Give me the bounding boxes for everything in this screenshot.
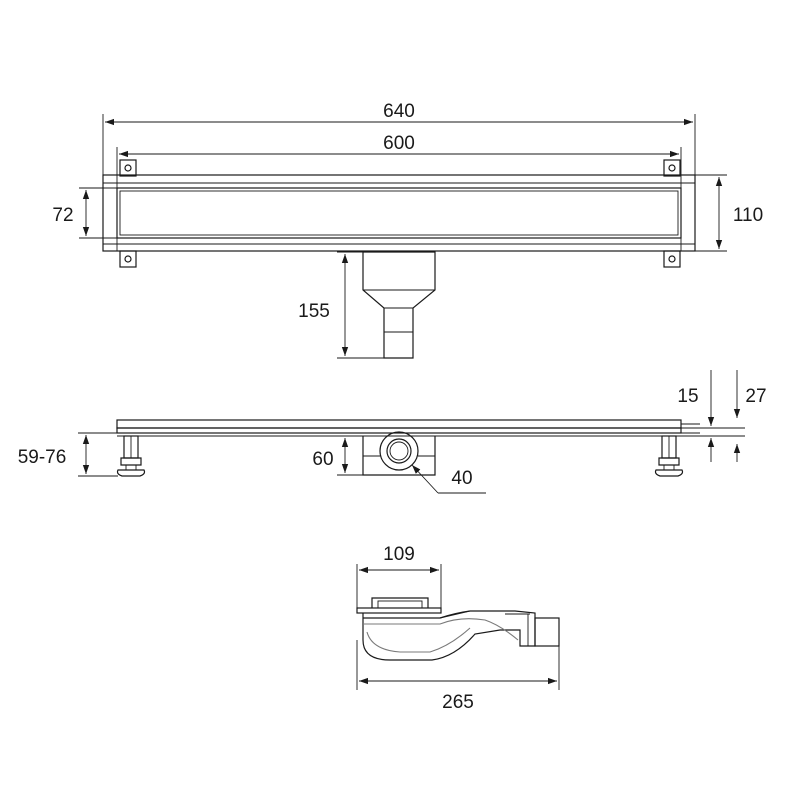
mounting-bracket-bottom-left (119, 250, 137, 268)
outlet-body (362, 431, 436, 476)
grate-plate (116, 419, 682, 429)
dim-label-27: 27 (745, 386, 766, 407)
outlet-pipe-outer (379, 431, 419, 471)
dim-label-40: 40 (451, 468, 472, 489)
siphon-cap (371, 597, 429, 608)
drain-frame (102, 174, 696, 252)
dim-label-109: 109 (383, 544, 415, 565)
dim-label-72: 72 (52, 205, 73, 226)
siphon-top-plate (356, 607, 442, 614)
dim-siphon-length: 265 (356, 640, 560, 713)
siphon-outlet-pipe (534, 617, 560, 647)
drain-channel (116, 174, 682, 252)
dim-label-59-76: 59-76 (18, 447, 67, 468)
dim-outlet-height: 155 (298, 251, 384, 359)
dim-outlet-center: 60 (312, 435, 363, 476)
dim-label-640: 640 (383, 101, 415, 122)
dim-label-15: 15 (677, 386, 698, 407)
dim-outlet-diameter: 40 (411, 464, 486, 494)
dim-grate-width: 72 (52, 187, 117, 239)
outlet-pipe-inner (386, 438, 412, 464)
mounting-bracket-top-left (119, 159, 137, 177)
dim-label-155: 155 (298, 301, 330, 322)
grate-inner (119, 190, 679, 236)
dim-frame-height-27: 27 (733, 370, 767, 462)
dim-grate-length: 600 (116, 133, 682, 175)
top-view: 640 600 72 110 155 (52, 101, 763, 359)
side-view: 59-76 60 40 15 27 (18, 370, 767, 494)
dim-label-265: 265 (442, 692, 474, 713)
siphon-view: 109 265 (356, 544, 560, 713)
mounting-bracket-bottom-right (663, 250, 681, 268)
dim-frame-height-15: 15 (677, 370, 715, 462)
dim-leg-height: 59-76 (18, 432, 118, 477)
leveling-foot-left (116, 435, 146, 477)
siphon-body (362, 610, 536, 661)
dim-overall-width: 110 (695, 174, 763, 252)
dim-label-110: 110 (733, 205, 763, 226)
outlet-funnel (362, 251, 436, 359)
grate (116, 187, 682, 239)
mounting-bracket-top-right (663, 159, 681, 177)
leveling-foot-right (654, 435, 684, 477)
dim-siphon-width: 109 (356, 544, 442, 608)
dim-label-600: 600 (383, 133, 415, 154)
dim-overall-length: 640 (102, 101, 696, 175)
channel-flange (116, 427, 682, 434)
dim-label-60: 60 (312, 449, 333, 470)
